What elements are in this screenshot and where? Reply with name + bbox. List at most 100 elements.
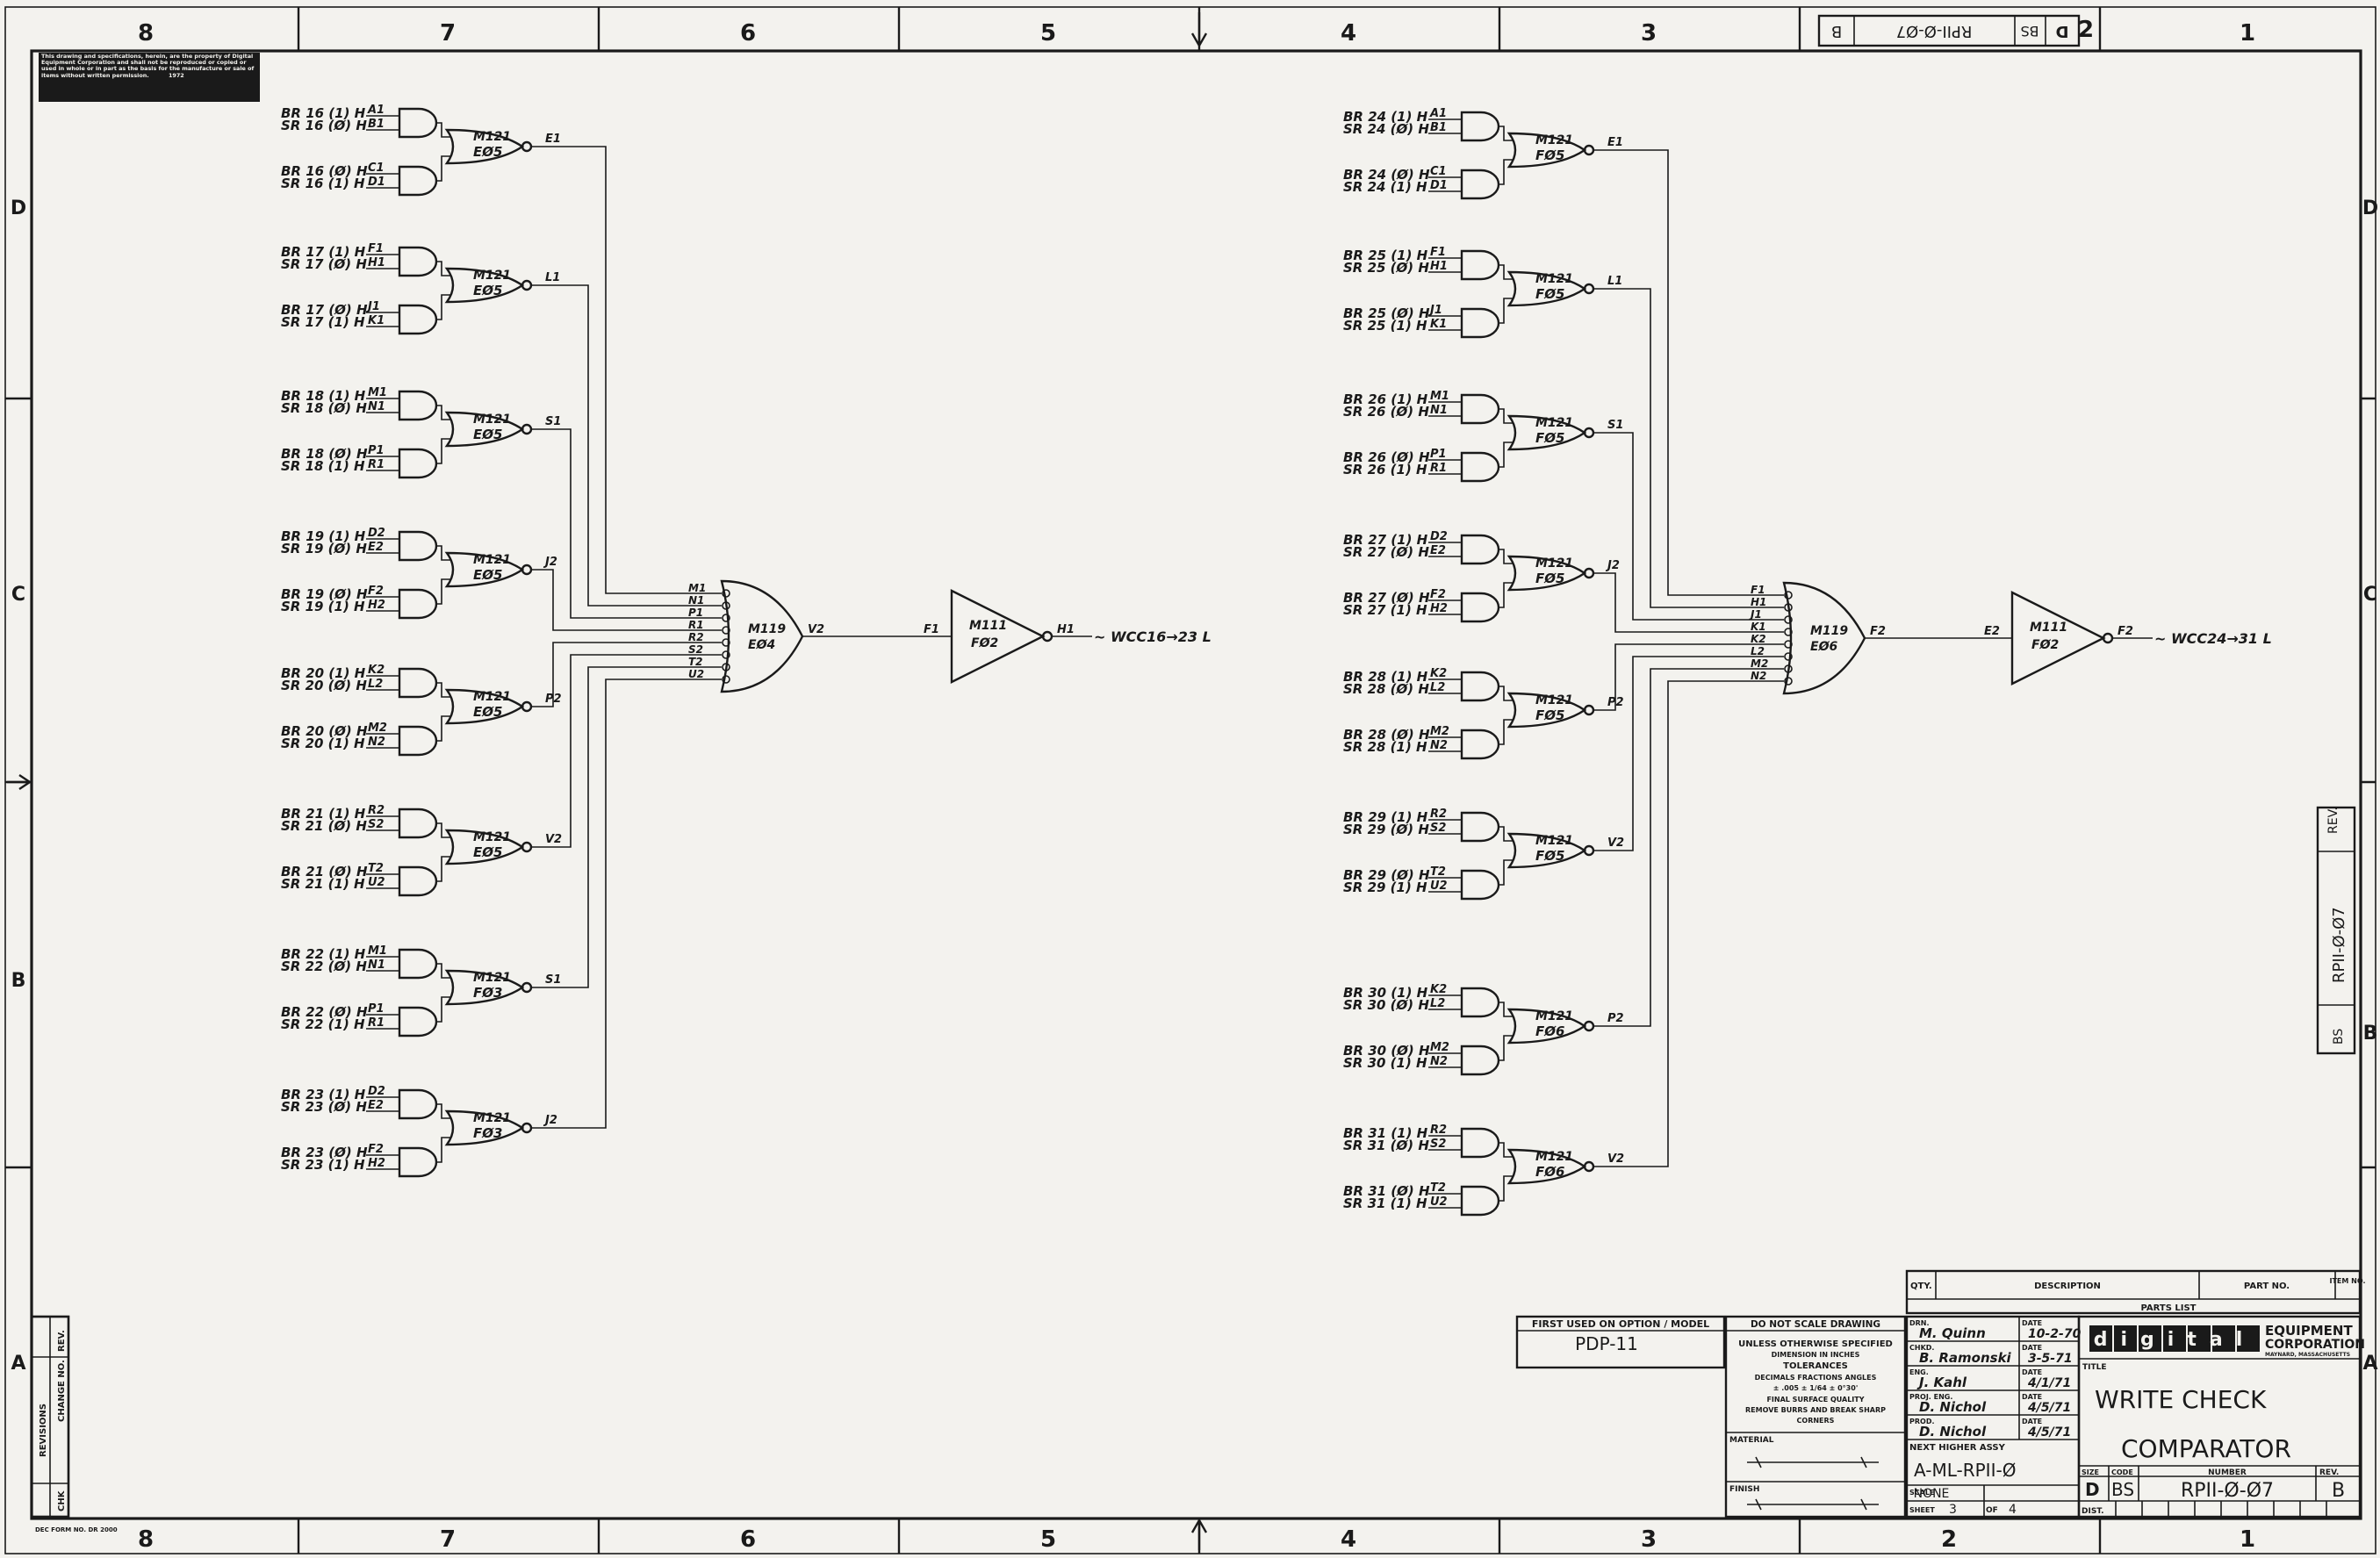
- and-gate-symbol: [398, 165, 438, 197]
- inverter-output-label: F2: [2118, 625, 2133, 638]
- scale-label: SCALE: [1909, 1489, 1934, 1497]
- and-gate-symbol: [398, 808, 438, 839]
- finish-label: FINISH: [1729, 1485, 1759, 1494]
- pin-label: C1: [1430, 165, 1447, 178]
- xor-group: BR 17 (1) HSR 17 (Ø) HBR 17 (Ø) HSR 17 (…: [281, 242, 722, 607]
- pin-label: K2: [368, 664, 385, 677]
- parts-qty: QTY.: [1910, 1282, 1932, 1291]
- or-gate-symbol: [720, 579, 804, 693]
- or-pin-label: K1: [1751, 621, 1766, 633]
- inverter-location: FØ2: [2031, 638, 2059, 652]
- chip-label: M121: [1535, 1150, 1573, 1164]
- column-label: 6: [740, 20, 756, 47]
- input-signal-label: BR 21 (Ø) H: [281, 864, 368, 880]
- xor-group: BR 29 (1) HSR 29 (Ø) HBR 29 (Ø) HSR 29 (…: [1343, 645, 1784, 901]
- top-tab-code: BS: [2021, 23, 2039, 39]
- nor-gate-symbol: [1506, 832, 1587, 869]
- pin-label: F2: [368, 1143, 384, 1156]
- signoff-date-label: DATE: [2022, 1393, 2042, 1401]
- pin-label: E2: [368, 541, 384, 554]
- signoff-name: J. Kahl: [1916, 1375, 1967, 1390]
- tolerance-line: REMOVE BURRS AND BREAK SHARP: [1745, 1406, 1886, 1414]
- pin-label: L2: [1430, 681, 1445, 694]
- and-gate-symbol: [398, 725, 438, 757]
- bus-wire: [1593, 288, 1784, 608]
- side-tab-code: BS: [2332, 1029, 2346, 1045]
- pin-label: N1: [1430, 404, 1448, 417]
- and-gate-symbol: [398, 304, 438, 335]
- title-label: TITLE: [2082, 1363, 2107, 1372]
- input-signal-label: BR 29 (1) H: [1343, 809, 1428, 825]
- output-pin-label: E1: [545, 133, 561, 146]
- column-label: 3: [1641, 20, 1657, 47]
- company-city: MAYNARD, MASSACHUSETTS: [2265, 1352, 2350, 1358]
- or-pin-label: L2: [1751, 645, 1765, 657]
- chip-location: EØ5: [473, 427, 502, 442]
- notice-text: This drawing and specifications, herein,…: [41, 54, 255, 79]
- input-signal-label: SR 26 (1) H: [1343, 462, 1427, 477]
- first-used-value: PDP-11: [1575, 1333, 1638, 1354]
- inverter-location: FØ2: [971, 636, 998, 650]
- signoff-role: ENG.: [1909, 1368, 1929, 1376]
- rev-label: REV.: [57, 1330, 67, 1352]
- number-value: RPII-Ø-Ø7: [2181, 1480, 2274, 1502]
- bus-wire: [531, 569, 722, 631]
- right-comparator: BR 24 (1) HSR 24 (Ø) HBR 24 (Ø) HSR 24 (…: [1343, 107, 2272, 1217]
- column-label: 8: [138, 1526, 154, 1553]
- column-label: 7: [440, 1526, 456, 1553]
- pin-label: B1: [1430, 121, 1447, 134]
- input-signal-label: SR 19 (1) H: [281, 599, 365, 614]
- or-pin-label: K2: [1751, 633, 1766, 645]
- output-pin-label: J2: [543, 1114, 557, 1127]
- output-pin-label: S1: [1607, 419, 1623, 432]
- input-signal-label: BR 17 (1) H: [281, 244, 366, 260]
- top-tab-sheet-col: 2: [2078, 17, 2094, 43]
- pin-label: P1: [368, 444, 385, 457]
- input-signal-label: BR 24 (1) H: [1343, 109, 1428, 125]
- or-chip-location: EØ4: [748, 638, 775, 652]
- pin-label: R2: [1430, 808, 1447, 821]
- sheet-label: SHEET: [1909, 1506, 1935, 1514]
- column-label: 5: [1040, 20, 1056, 47]
- and-gate-symbol: [398, 667, 438, 699]
- output-pin-label: P2: [1607, 1012, 1624, 1025]
- input-signal-label: SR 19 (Ø) H: [281, 541, 367, 556]
- row-label: B: [11, 970, 26, 992]
- output-pin-label: S1: [545, 973, 561, 987]
- pin-label: N1: [368, 958, 385, 972]
- pin-label: T2: [1430, 865, 1446, 879]
- input-signal-label: SR 16 (1) H: [281, 176, 365, 191]
- pin-label: H2: [368, 599, 385, 612]
- input-signal-label: BR 16 (1) H: [281, 105, 366, 121]
- and-gate-symbol: [398, 107, 438, 139]
- or-pin-label: F1: [1751, 584, 1765, 596]
- chip-label: M121: [1535, 693, 1573, 707]
- and-gate-symbol: [398, 530, 438, 562]
- pin-label: F2: [1430, 588, 1446, 601]
- logo-text: digital: [2094, 1329, 2255, 1351]
- pin-label: D1: [1430, 179, 1448, 192]
- column-label: 6: [740, 1526, 756, 1553]
- pin-label: J1: [365, 300, 380, 313]
- side-tab: REV. RPII-Ø-Ø7 BS: [2316, 806, 2356, 1055]
- pin-label: T2: [368, 862, 384, 875]
- input-signal-label: BR 19 (1) H: [281, 528, 366, 544]
- column-label: 1: [2240, 20, 2255, 47]
- pin-label: J1: [1427, 304, 1442, 317]
- sheet-total: 4: [2009, 1503, 2017, 1517]
- signoff-date-label: DATE: [2022, 1368, 2042, 1376]
- xor-group: BR 30 (1) HSR 30 (Ø) HBR 30 (Ø) HSR 30 (…: [1343, 657, 1784, 1076]
- pin-label: K2: [1430, 667, 1447, 680]
- inverter-input-label: F1: [924, 623, 939, 636]
- column-label: 7: [440, 20, 456, 47]
- input-signal-label: BR 23 (Ø) H: [281, 1145, 368, 1160]
- input-signal-label: SR 23 (1) H: [281, 1157, 365, 1173]
- chip-location: FØ6: [1535, 1023, 1564, 1039]
- input-signal-label: BR 25 (Ø) H: [1343, 305, 1430, 321]
- bus-wire: [531, 642, 722, 707]
- pin-label: M1: [368, 944, 387, 958]
- input-signal-label: BR 28 (1) H: [1343, 669, 1428, 685]
- chip-label: M121: [473, 269, 511, 283]
- or-pin-label: H1: [1751, 596, 1766, 608]
